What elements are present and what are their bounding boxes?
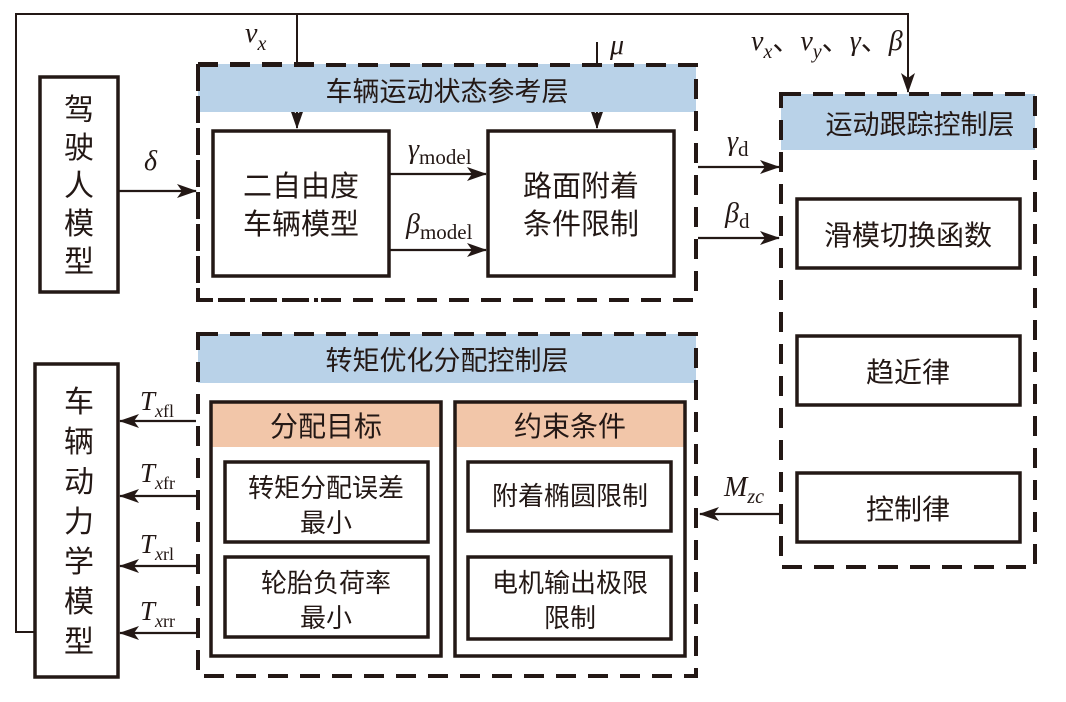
driver-model-char: 模: [64, 207, 94, 242]
state-feedback-line: [15, 13, 915, 633]
mzc-label: Mzc: [723, 472, 764, 508]
objective-item-1-line-1: 转矩分配误差: [248, 474, 404, 504]
driver-model-char: 型: [64, 245, 94, 280]
driver-model-char: 人: [64, 169, 94, 204]
torque-layer-border: [196, 332, 698, 678]
constraint-item-1-line-1: 附着椭圆限制: [492, 482, 648, 512]
constraints-header: 约束条件: [514, 410, 626, 443]
reaching-law-label: 趋近律: [866, 356, 950, 389]
torque-rr-label: Txrr: [140, 596, 175, 631]
vehicle-dynamics-char: 学: [64, 545, 94, 580]
control-law-block: [795, 471, 1022, 544]
reference-layer-header: [198, 64, 696, 112]
control-law-label: 控制律: [866, 493, 950, 526]
constraint-item-1: [466, 460, 673, 533]
torque-allocation-layer: 转矩优化分配控制层 分配目标 转矩分配误差 最小 轮胎负荷率 最小 约束条件 附…: [119, 332, 698, 678]
two-dof-model-line-2: 车辆模型: [243, 207, 359, 241]
delta-label: δ: [144, 146, 158, 177]
objective-item-2-line-1: 轮胎负荷率: [261, 569, 391, 599]
driver-model-char: 驾: [64, 93, 94, 128]
sliding-surface-block: [795, 197, 1022, 270]
reaching-law-block: [795, 334, 1022, 407]
reference-layer: 车辆运动状态参考层 二自由度 车辆模型 路面附着 条件限制: [196, 62, 698, 302]
vehicle-dynamics-block: [33, 362, 120, 679]
vehicle-dynamics-char: 力: [64, 505, 94, 540]
vehicle-dynamics-char: 车: [64, 385, 94, 420]
vehicle-dynamics-char: 辆: [64, 425, 94, 460]
driver-model-char: 驶: [64, 131, 94, 166]
vehicle-dynamics-char: 模: [64, 585, 94, 620]
reference-layer-border: [196, 63, 698, 302]
torque-layer-title: 转矩优化分配控制层: [326, 346, 569, 377]
objective-item-2-line-2: 最小: [300, 604, 352, 634]
beta-d-label: βd: [724, 198, 750, 233]
objective-item-1-line-2: 最小: [300, 509, 352, 539]
gamma-d-label: γd: [727, 126, 749, 161]
torque-rl-label: Txrl: [140, 529, 174, 564]
sliding-surface-label: 滑模切换函数: [824, 219, 992, 252]
two-dof-model-line-1: 二自由度: [243, 169, 359, 203]
driver-model-block: [38, 75, 120, 294]
objective-item-1: [223, 460, 430, 544]
objective-header-bg: [211, 402, 441, 447]
torque-fl-label: Txfl: [140, 386, 174, 421]
road-adhesion-limit-block: [486, 129, 676, 278]
vx-label: vx: [245, 18, 266, 55]
torque-layer-header: [198, 334, 696, 383]
constraint-item-2-line-1: 电机输出极限: [492, 569, 648, 599]
beta-model-label: βmodel: [405, 209, 473, 244]
road-adhesion-line-1: 路面附着: [523, 169, 639, 203]
tracking-layer: 运动跟踪控制层 滑模切换函数 趋近律 控制律: [698, 92, 1037, 569]
tracking-layer-title: 运动跟踪控制层: [826, 110, 1015, 141]
constraints-header-bg: [455, 402, 685, 447]
constraint-item-2-line-2: 限制: [544, 604, 596, 634]
gamma-model-label: γmodel: [408, 134, 472, 169]
constraints-panel: [453, 400, 687, 658]
road-adhesion-line-2: 条件限制: [523, 207, 639, 241]
objective-panel: [209, 400, 443, 658]
two-dof-model-block: [211, 129, 391, 278]
torque-fr-label: Txfr: [140, 458, 175, 493]
feedback-states-label: vx、vy、γ、β: [751, 26, 903, 63]
signal-labels: δ vx μ vx、vy、γ、β γmodel βmodel γd βd Mzc…: [140, 18, 903, 631]
tracking-layer-border: [779, 92, 1037, 569]
vehicle-dynamics-char: 动: [64, 465, 94, 500]
constraint-item-2: [466, 555, 673, 641]
vehicle-dynamics-char: 型: [64, 625, 94, 660]
objective-header: 分配目标: [270, 410, 382, 443]
mu-label: μ: [609, 30, 624, 61]
reference-layer-title: 车辆运动状态参考层: [326, 77, 569, 108]
tracking-layer-header: [781, 94, 1035, 150]
objective-item-2: [223, 555, 430, 639]
